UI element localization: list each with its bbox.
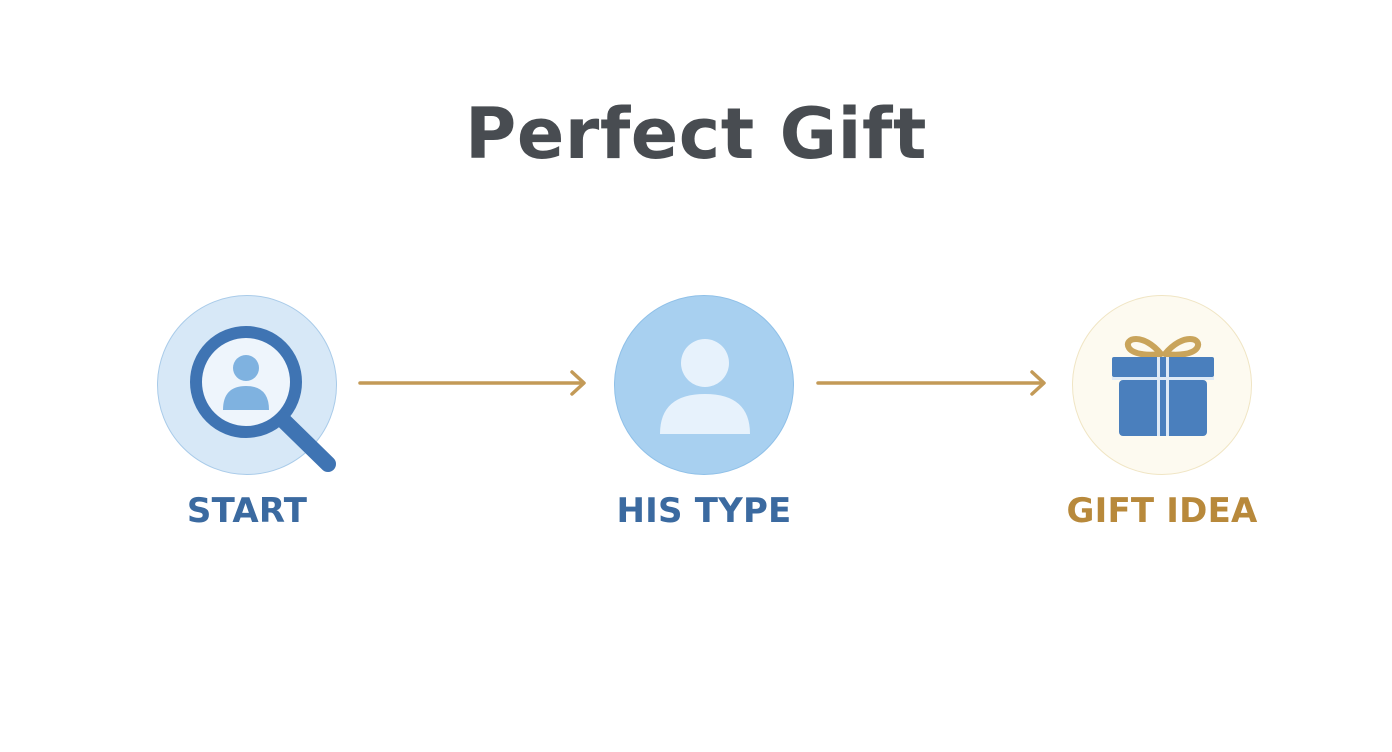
- step-gift-idea-circle: [1072, 295, 1252, 475]
- search-person-icon: [190, 326, 336, 472]
- step-start-label: START: [186, 491, 308, 531]
- step-start-circle: [157, 295, 337, 475]
- person-icon: [660, 339, 750, 434]
- step-his-type-label: HIS TYPE: [616, 491, 792, 531]
- diagram-title: Perfect Gift: [465, 93, 927, 175]
- arrow-right-icon: [816, 370, 1046, 396]
- step-his-type-circle: [614, 295, 794, 475]
- gift-icon: [1112, 336, 1214, 436]
- arrow-right-icon: [358, 370, 586, 396]
- step-gift-idea-label: GIFT IDEA: [1066, 491, 1258, 531]
